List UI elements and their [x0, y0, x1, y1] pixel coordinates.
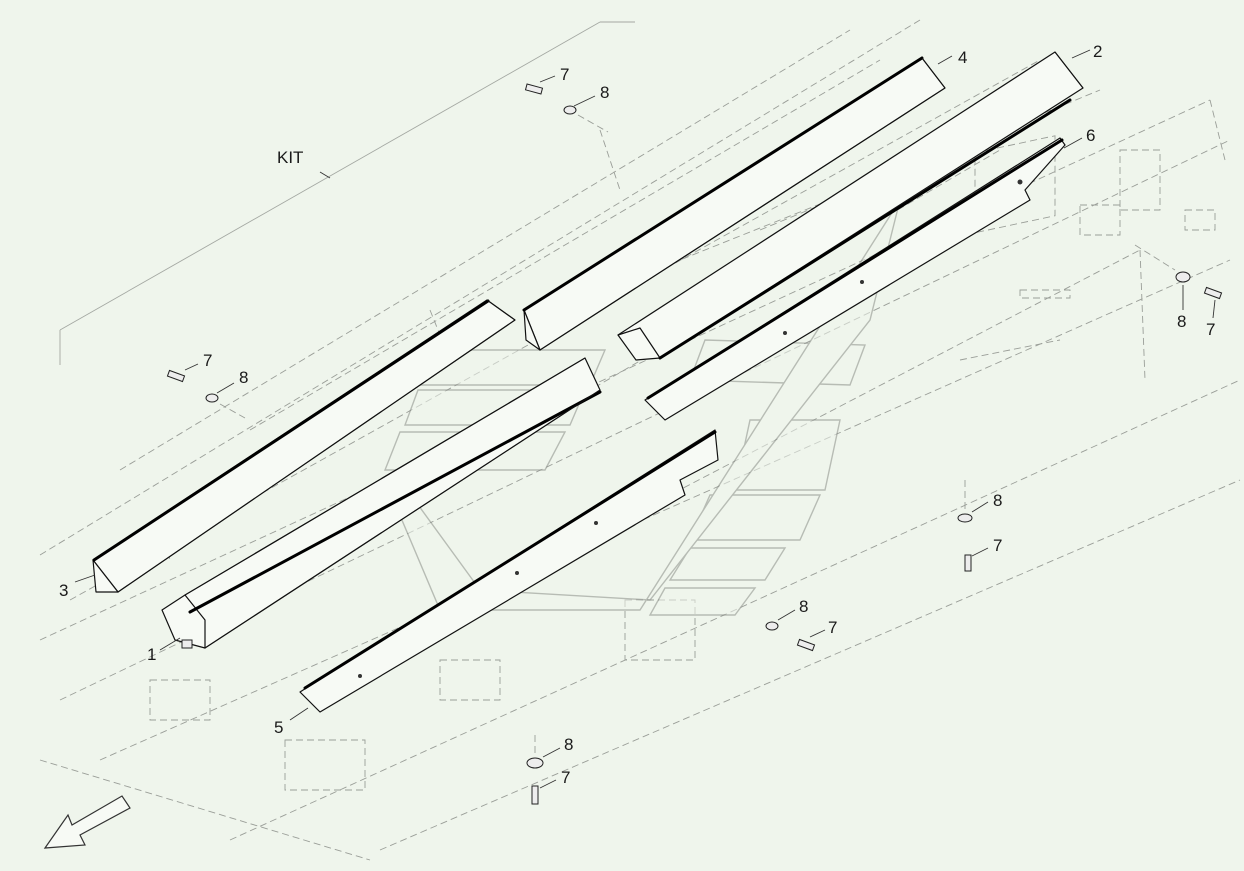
hardware-lowmid[interactable]: [765, 621, 816, 652]
arrow-down-left-icon: [43, 795, 131, 849]
hardware-top[interactable]: [524, 83, 609, 133]
part-6-strip[interactable]: [644, 137, 1066, 421]
part-4-cover[interactable]: [522, 56, 946, 351]
callout-washer-left: 8: [239, 368, 248, 387]
callout-washer-lowmid: 8: [799, 597, 808, 616]
hardware-bottom[interactable]: [526, 735, 544, 805]
callout-bolt-top: 7: [560, 65, 569, 84]
part-1-cover[interactable]: [161, 357, 602, 649]
callout-bolt-bottom: 7: [561, 768, 570, 787]
callout-part-2: 2: [1093, 42, 1102, 61]
callout-part-5: 5: [274, 718, 283, 737]
hardware-right[interactable]: [1134, 244, 1223, 300]
part-3-cover[interactable]: [92, 299, 516, 593]
hardware-left[interactable]: [166, 369, 246, 419]
hardware-mid[interactable]: [957, 480, 973, 572]
callout-bolt-right: 7: [1206, 320, 1215, 339]
callout-part-4: 4: [958, 48, 967, 67]
part-5-strip[interactable]: [299, 429, 719, 713]
callout-washer-top: 8: [600, 83, 609, 102]
callout-washer-bottom: 8: [564, 735, 573, 754]
callout-part-1: 1: [147, 645, 156, 664]
part-2-cover[interactable]: [617, 51, 1084, 361]
kit-label: KIT: [277, 148, 303, 167]
leader-lines: [74, 49, 1216, 789]
callout-bolt-left: 7: [203, 351, 212, 370]
callout-washer-right: 8: [1177, 312, 1186, 331]
callout-part-3: 3: [59, 581, 68, 600]
callout-part-6: 6: [1086, 126, 1095, 145]
callout-bolt-mid: 7: [993, 536, 1002, 555]
callout-washer-mid: 8: [993, 491, 1002, 510]
callout-bolt-lowmid: 7: [828, 618, 837, 637]
